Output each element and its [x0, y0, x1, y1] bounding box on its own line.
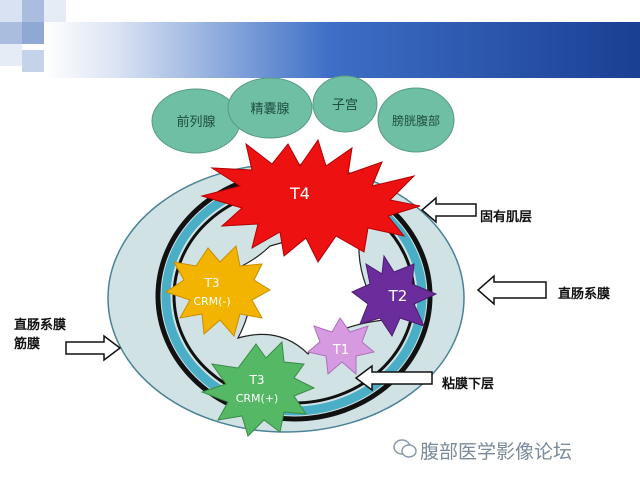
- watermark: 腹部医学影像论坛: [420, 441, 573, 463]
- decor-square: [0, 22, 22, 44]
- decor-square: [0, 44, 22, 66]
- organ-seminal-vesicle: [227, 77, 313, 139]
- tumor-t3-crm-positive: [200, 340, 316, 437]
- tumor-t4: [200, 138, 421, 263]
- organ-bladder: [377, 87, 455, 153]
- arrow-mesorectum: [476, 274, 547, 306]
- tumor-t1: [306, 317, 376, 376]
- organ-label: 膀胱腹部: [392, 113, 440, 128]
- label-mesorectum: 直肠系膜: [558, 287, 611, 302]
- organ-label: 精囊腺: [250, 101, 289, 117]
- tumor-t3-crm-label: CRM(-): [193, 295, 230, 308]
- tumor-t3-crm-label: CRM(+): [236, 392, 279, 405]
- header-bar: [44, 22, 640, 78]
- tumor-t4-label: T4: [289, 184, 310, 203]
- tumor-t3-crm-negative: [164, 244, 271, 338]
- tumor-t1-label: T1: [332, 343, 349, 358]
- decor-square: [22, 50, 44, 72]
- decor-square: [22, 22, 44, 44]
- tumor-t3-stage-label: T3: [249, 373, 265, 387]
- arrow-submucosa: [354, 364, 433, 392]
- tumor-t2: [351, 254, 438, 338]
- label-submucosa: 粘膜下层: [442, 377, 495, 392]
- organ-label: 子宫: [332, 98, 358, 113]
- decor-square: [0, 0, 22, 22]
- label-fascia-line1: 直肠系膜: [14, 318, 67, 333]
- arrow-fascia: [65, 334, 122, 362]
- arrow-muscularis: [420, 196, 477, 224]
- label-fascia-line2: 筋膜: [14, 337, 41, 352]
- organ-uterus: [312, 75, 378, 133]
- wechat-icon: [393, 439, 417, 458]
- label-muscularis: 固有肌层: [480, 210, 533, 225]
- organ-label: 前列腺: [176, 114, 215, 130]
- tumor-t3-stage-label: T3: [204, 276, 220, 290]
- decor-square: [44, 0, 66, 22]
- tumor-t2-label: T2: [388, 287, 408, 305]
- decor-square: [22, 0, 44, 22]
